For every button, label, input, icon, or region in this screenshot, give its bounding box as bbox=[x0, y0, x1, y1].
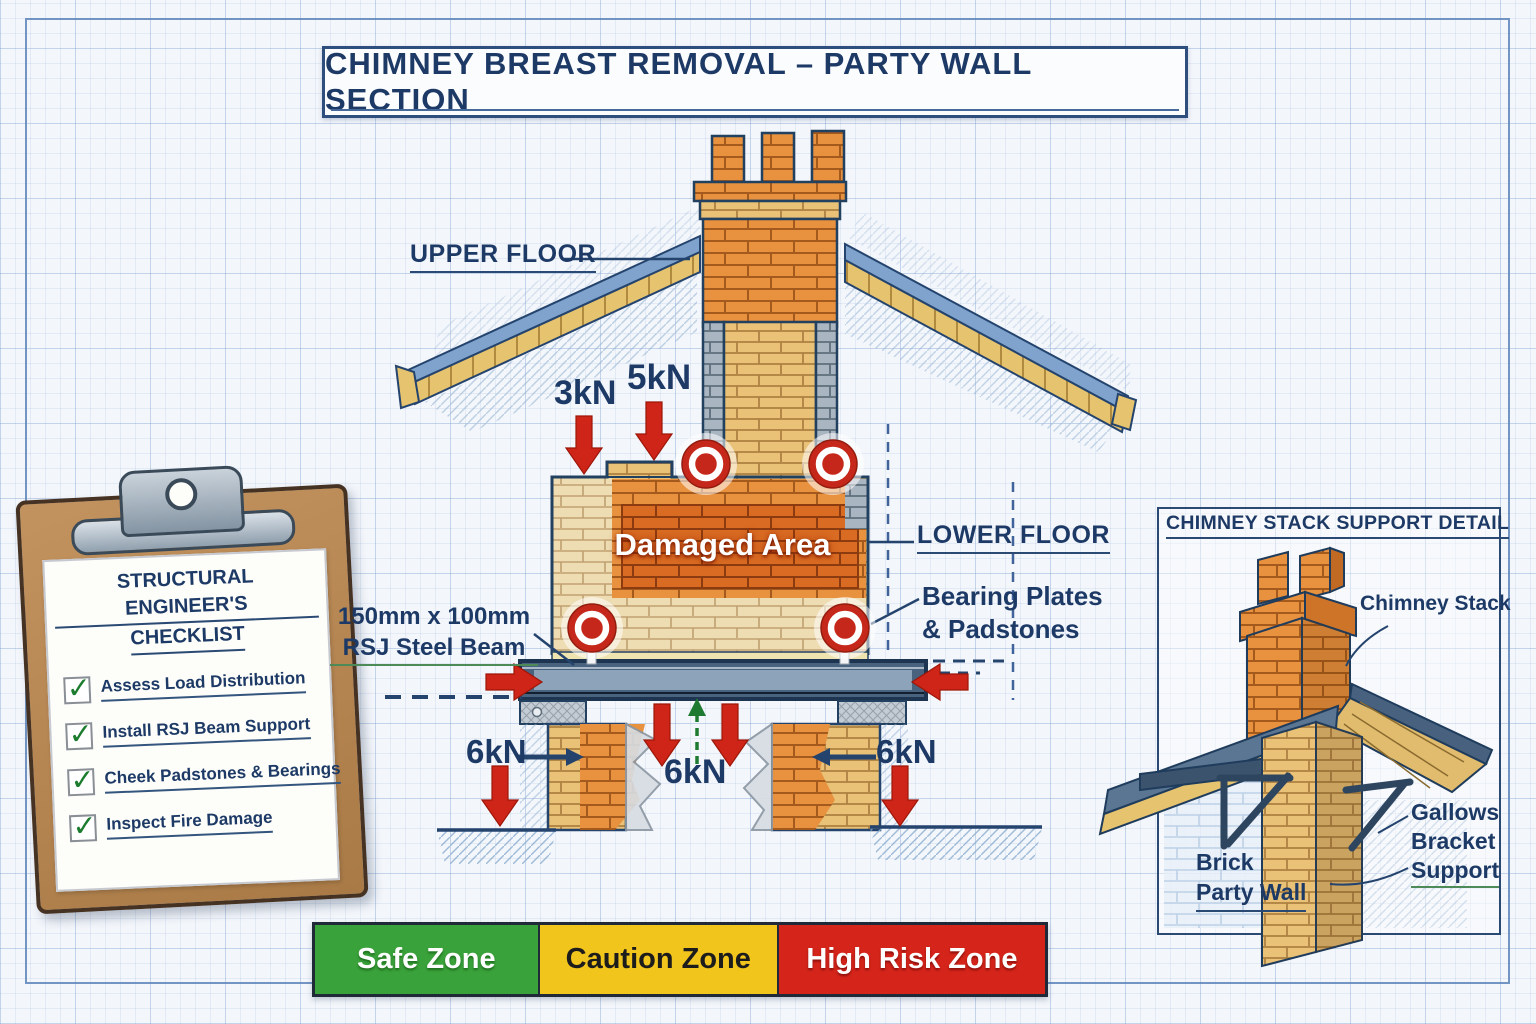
gallows-line2: Bracket bbox=[1411, 827, 1496, 854]
rsj-beam-line1: 150mm x 100mm bbox=[337, 603, 531, 630]
checkmark-glyph: ✓ bbox=[67, 716, 94, 752]
detail-panel-title-text: CHIMNEY STACK SUPPORT DETAIL bbox=[1166, 512, 1510, 539]
banner-rule bbox=[331, 109, 1179, 111]
checklist-item-label: Inspect Fire Damage bbox=[105, 807, 274, 840]
bearing-point-markers bbox=[561, 433, 876, 665]
checkbox-checked-icon: ✓ bbox=[67, 762, 96, 797]
detail-panel bbox=[1098, 507, 1501, 968]
checkmark-glyph: ✓ bbox=[71, 808, 98, 844]
gallows-line3: Support bbox=[1411, 856, 1500, 888]
load-6kn-right-label: 6kN bbox=[876, 733, 937, 770]
upper-floor-label: UPPER FLOOR bbox=[410, 240, 597, 273]
checkbox-checked-icon: ✓ bbox=[65, 716, 94, 751]
roof-shading bbox=[425, 206, 1130, 452]
bearing-plates-line2: & Padstones bbox=[922, 613, 1080, 644]
checklist-item-padstones: ✓ Cheek Padstones & Bearings bbox=[67, 758, 342, 797]
support-piers bbox=[520, 722, 908, 832]
chimney-stack-label: Chimney Stack bbox=[1360, 592, 1511, 615]
checklist-item-label: Install RSJ Beam Support bbox=[102, 714, 311, 748]
gallows-line1: Gallows bbox=[1411, 799, 1500, 825]
rsj-beam-label: 150mm x 100mm RSJ Steel Beam bbox=[330, 601, 538, 667]
checklist-item-fire: ✓ Inspect Fire Damage bbox=[68, 804, 328, 843]
checkmark-glyph: ✓ bbox=[69, 762, 96, 798]
party-wall-line2: Party Wall bbox=[1196, 878, 1307, 912]
reference-dashed-lines bbox=[886, 424, 1015, 700]
checklist-title-line2: CHECKLIST bbox=[129, 620, 246, 656]
load-5kn-label: 5kN bbox=[627, 358, 692, 397]
steel-beam bbox=[518, 659, 928, 701]
legend-safe-zone: Safe Zone bbox=[315, 925, 540, 994]
load-3kn-label: 3kN bbox=[554, 374, 617, 412]
checkbox-checked-icon: ✓ bbox=[68, 808, 97, 843]
checklist-item-label: Cheek Padstones & Bearings bbox=[104, 758, 342, 794]
checkbox-checked-icon: ✓ bbox=[63, 670, 92, 705]
checkmark-glyph: ✓ bbox=[65, 670, 92, 706]
bearing-plates bbox=[519, 700, 907, 725]
roof bbox=[394, 234, 1138, 434]
checklist-item-label: Assess Load Distribution bbox=[100, 668, 307, 702]
load-6kn-left-label: 6kN bbox=[466, 733, 527, 770]
reaction-arrow bbox=[688, 698, 706, 764]
page-title: CHIMNEY BREAST REMOVAL – PARTY WALL SECT… bbox=[325, 46, 1032, 117]
engineers-checklist-clipboard: STRUCTURAL ENGINEER'S CHECKLIST ✓ Assess… bbox=[15, 465, 369, 915]
pier-pointer-arrows bbox=[518, 748, 876, 766]
party-wall-line1: Brick bbox=[1196, 849, 1254, 875]
checklist-title-line1: STRUCTURAL ENGINEER'S bbox=[52, 560, 319, 629]
lower-floor-label: LOWER FLOOR bbox=[917, 521, 1110, 554]
load-6kn-center-label: 6kN bbox=[664, 753, 727, 791]
load-arrows bbox=[480, 401, 969, 828]
ground bbox=[437, 825, 1042, 864]
damaged-area-label: Damaged Area bbox=[614, 527, 831, 562]
rsj-beam-line2: RSJ Steel Beam bbox=[330, 632, 538, 667]
checklist-title: STRUCTURAL ENGINEER'S CHECKLIST bbox=[52, 560, 320, 659]
gallows-bracket bbox=[1216, 772, 1414, 852]
gallows-bracket-label: Gallows Bracket Support bbox=[1411, 798, 1500, 888]
lower-floor-text: LOWER FLOOR bbox=[917, 521, 1110, 554]
clipboard-paper: STRUCTURAL ENGINEER'S CHECKLIST ✓ Assess… bbox=[42, 548, 342, 892]
legend-caution-zone: Caution Zone bbox=[539, 925, 779, 994]
title-banner: CHIMNEY BREAST REMOVAL – PARTY WALL SECT… bbox=[322, 46, 1188, 118]
checklist-item-rsj: ✓ Install RSJ Beam Support bbox=[65, 713, 324, 751]
checklist-item-load: ✓ Assess Load Distribution bbox=[63, 667, 322, 705]
risk-zone-legend: Safe Zone Caution Zone High Risk Zone bbox=[312, 922, 1048, 997]
bearing-plates-label: Bearing Plates & Padstones bbox=[922, 580, 1103, 645]
party-wall-label: Brick Party Wall bbox=[1196, 848, 1307, 912]
upper-floor-text: UPPER FLOOR bbox=[410, 240, 597, 273]
chimney-stack bbox=[692, 129, 848, 329]
detail-panel-title: CHIMNEY STACK SUPPORT DETAIL bbox=[1166, 512, 1510, 539]
leader-lines bbox=[385, 257, 1004, 699]
legend-high-risk-zone: High Risk Zone bbox=[778, 925, 1045, 994]
bearing-plates-line1: Bearing Plates bbox=[922, 581, 1103, 611]
